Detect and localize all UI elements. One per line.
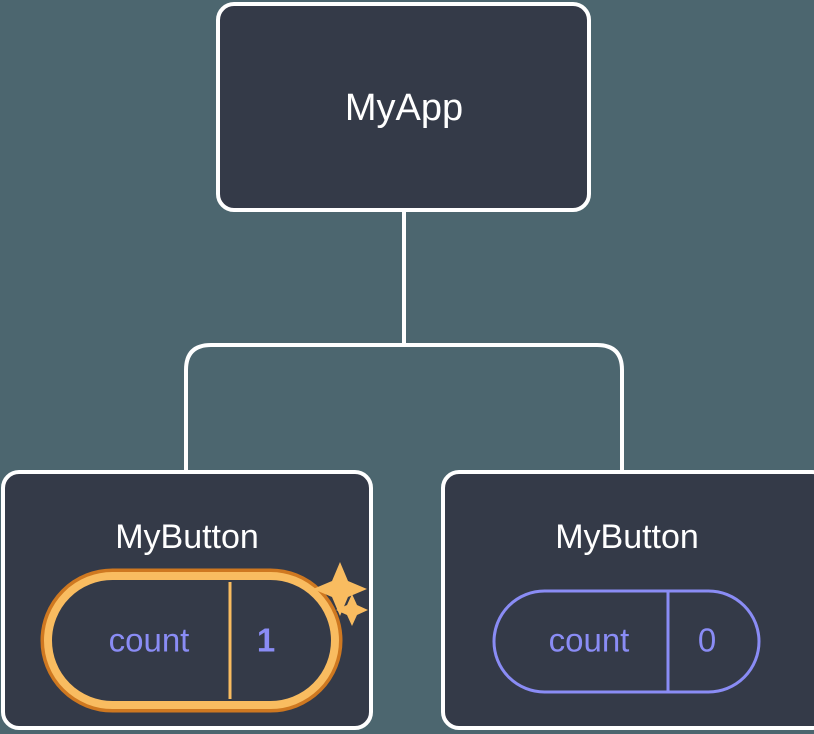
node-myapp-label: MyApp bbox=[345, 87, 463, 129]
node-mybutton-1-label: MyButton bbox=[115, 518, 259, 556]
state-pill-outline bbox=[492, 589, 761, 694]
node-mybutton-2[interactable]: MyButton count 0 bbox=[441, 470, 814, 730]
node-mybutton-1[interactable]: MyButton count 1 bbox=[1, 470, 373, 730]
state-key-label: count bbox=[549, 622, 630, 659]
connector-group bbox=[184, 212, 624, 470]
state-pill-plain[interactable]: count 0 bbox=[492, 589, 761, 694]
state-value-label: 0 bbox=[698, 622, 716, 659]
node-myapp[interactable]: MyApp bbox=[216, 2, 591, 212]
state-key-label: count bbox=[109, 622, 190, 659]
sparkle-group bbox=[313, 562, 368, 626]
state-pill-inner-ring bbox=[44, 572, 339, 709]
sparkle-large-icon bbox=[313, 562, 367, 616]
node-mybutton-2-label: MyButton bbox=[555, 518, 699, 556]
state-pill-highlighted[interactable]: count 1 bbox=[40, 568, 343, 713]
node-myapp-box[interactable] bbox=[216, 2, 591, 212]
connector-branch-bar bbox=[184, 343, 624, 470]
state-value-label: 1 bbox=[257, 622, 275, 659]
node-mybutton-2-box[interactable] bbox=[441, 470, 814, 730]
sparkle-small-icon bbox=[336, 594, 368, 626]
